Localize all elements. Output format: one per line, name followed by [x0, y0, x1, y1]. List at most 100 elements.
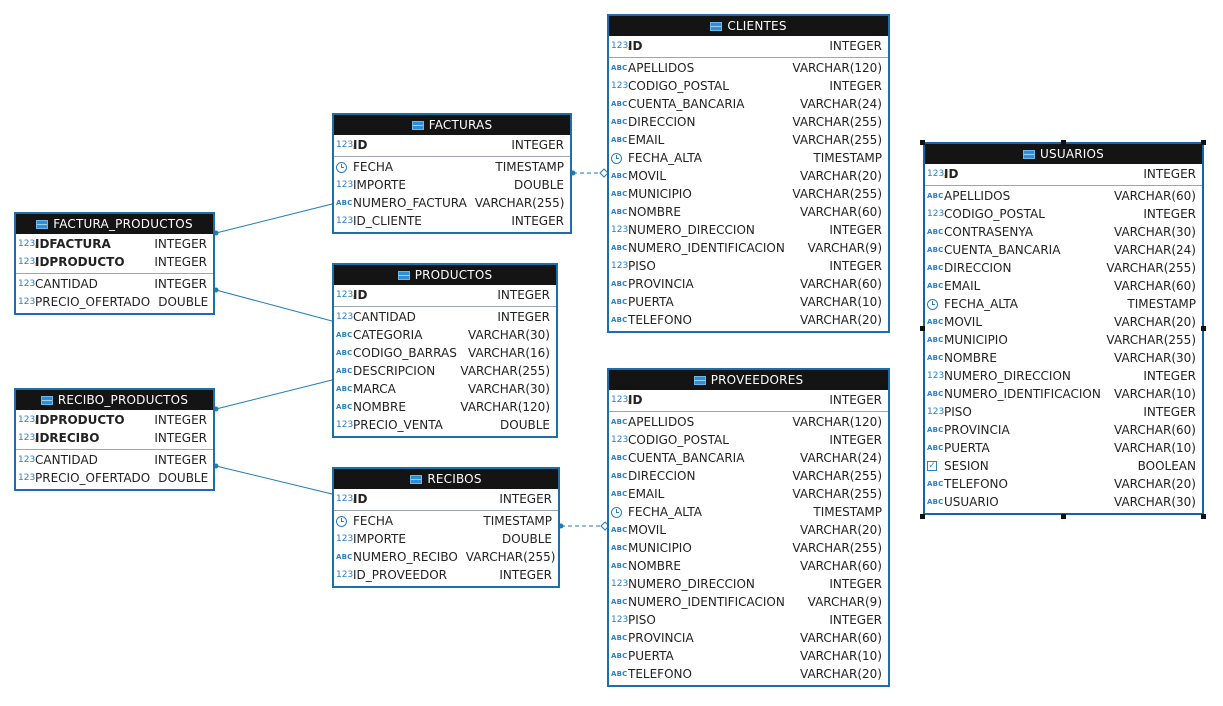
- table-header[interactable]: PROVEEDORES: [609, 370, 888, 390]
- table-header[interactable]: RECIBO_PRODUCTOS: [16, 390, 213, 410]
- relationship-line[interactable]: [215, 465, 333, 495]
- relationship-line[interactable]: [215, 379, 333, 410]
- selection-handle[interactable]: [1201, 140, 1206, 145]
- selection-handle[interactable]: [920, 514, 925, 519]
- selection-handle[interactable]: [1061, 140, 1066, 145]
- selection-handle[interactable]: [920, 326, 925, 331]
- table-header[interactable]: FACTURA_PRODUCTOS: [16, 214, 213, 234]
- selection-handle[interactable]: [920, 140, 925, 145]
- table-header[interactable]: PRODUCTOS: [334, 265, 556, 285]
- table-header[interactable]: FACTURAS: [334, 115, 570, 135]
- relationship-line[interactable]: [215, 289, 333, 322]
- table-header[interactable]: CLIENTES: [609, 16, 888, 36]
- table-header[interactable]: USUARIOS: [925, 144, 1202, 164]
- selection-handle[interactable]: [1201, 514, 1206, 519]
- table-header[interactable]: RECIBOS: [334, 469, 558, 489]
- selection-handle[interactable]: [1061, 514, 1066, 519]
- selection-handle[interactable]: [1201, 326, 1206, 331]
- relationship-line[interactable]: [215, 203, 333, 234]
